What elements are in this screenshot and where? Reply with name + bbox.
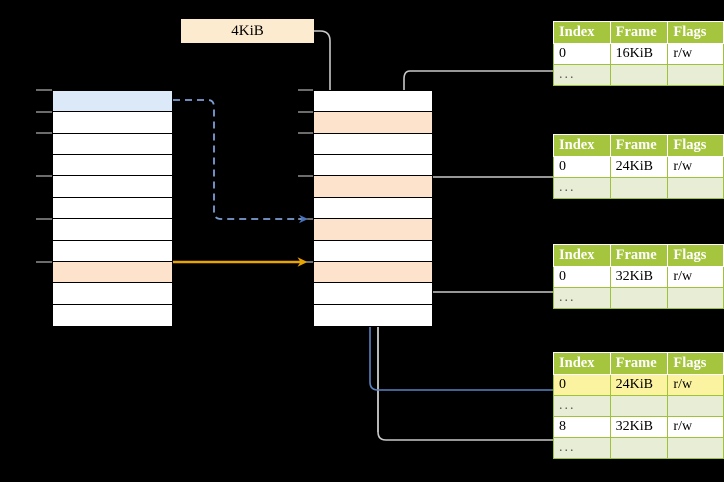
- cell-flags: r/w: [667, 415, 724, 438]
- cell-index: ...: [553, 63, 611, 86]
- middle-memory-column-row-3: [314, 155, 432, 177]
- wire-left-row0-to-mid-row6: [173, 99, 308, 224]
- table-row: ...: [553, 286, 724, 309]
- cell-flags: [667, 63, 724, 86]
- left-memory-column-row-1: [53, 112, 172, 134]
- cell-index: ...: [553, 394, 611, 417]
- column-header-index: Index: [553, 134, 611, 157]
- middle-memory-column-row-7: [314, 240, 432, 262]
- cell-flags: [667, 436, 724, 459]
- cell-index: 0: [553, 155, 611, 178]
- table-row: ...: [553, 176, 724, 199]
- left-memory-column-row-3: [53, 155, 172, 177]
- wire-size-label-to-mid-row1: [300, 30, 334, 115]
- left-column-ticks: [36, 89, 52, 263]
- cell-index: 0: [553, 265, 611, 288]
- middle-memory-column-row-2: [314, 133, 432, 156]
- left-memory-column-row-4: [53, 176, 172, 198]
- column-header-frame: Frame: [609, 134, 669, 157]
- column-header-flags: Flags: [667, 244, 724, 267]
- left-memory-column-row-7: [53, 240, 172, 262]
- table-row: ...: [553, 436, 724, 459]
- cell-flags: [667, 394, 724, 417]
- column-header-index: Index: [553, 21, 611, 44]
- cell-flags: r/w: [667, 155, 724, 178]
- cell-frame: 32KiB: [609, 265, 669, 288]
- size-label-4kib: 4KiB: [181, 19, 314, 43]
- cell-flags: [667, 286, 724, 309]
- column-header-frame: Frame: [609, 352, 669, 375]
- cell-frame: 24KiB: [609, 373, 669, 396]
- cell-index: ...: [553, 436, 611, 459]
- left-memory-column-row-9: [53, 283, 172, 305]
- cell-index: 0: [553, 42, 611, 65]
- left-memory-column-row-0: [53, 91, 172, 113]
- column-header-index: Index: [553, 244, 611, 267]
- column-header-frame: Frame: [609, 244, 669, 267]
- middle-memory-column-row-4: [314, 176, 432, 198]
- cell-index: 8: [553, 415, 611, 438]
- cell-frame: [609, 176, 669, 199]
- cell-frame: [609, 394, 669, 417]
- middle-memory-column-row-5: [314, 197, 432, 220]
- middle-memory-column-row-10: [314, 304, 432, 326]
- left-memory-column: [52, 90, 173, 327]
- column-header-frame: Frame: [609, 21, 669, 44]
- left-memory-column-row-6: [53, 219, 172, 241]
- cell-frame: 32KiB: [609, 415, 669, 438]
- mid-column-ticks: [298, 89, 313, 263]
- cell-frame: 16KiB: [609, 42, 669, 65]
- cell-index: ...: [553, 176, 611, 199]
- middle-memory-column: [313, 90, 433, 327]
- left-memory-column-row-8: [53, 261, 172, 284]
- column-header-flags: Flags: [667, 21, 724, 44]
- cell-flags: r/w: [667, 373, 724, 396]
- left-memory-column-row-5: [53, 197, 172, 220]
- cell-flags: r/w: [667, 42, 724, 65]
- cell-flags: r/w: [667, 265, 724, 288]
- middle-memory-column-row-6: [314, 219, 432, 241]
- wire-table1-to-mid-row4: [400, 70, 560, 179]
- column-header-flags: Flags: [667, 134, 724, 157]
- middle-memory-column-row-9: [314, 283, 432, 305]
- middle-memory-column-row-1: [314, 112, 432, 134]
- column-header-flags: Flags: [667, 352, 724, 375]
- cell-flags: [667, 176, 724, 199]
- wire-table4-row0-to-mid-row6: [365, 225, 560, 391]
- table-row: ...: [553, 63, 724, 86]
- wire-table3-to-mid-row8: [414, 259, 560, 293]
- middle-memory-column-row-8: [314, 261, 432, 284]
- size-label-text: 4KiB: [231, 22, 264, 39]
- cell-frame: [609, 63, 669, 86]
- left-memory-column-row-10: [53, 304, 172, 326]
- cell-frame: [609, 286, 669, 309]
- wire-table2-to-mid-row6: [414, 176, 560, 222]
- table-row: ...: [553, 394, 724, 417]
- cell-frame: 24KiB: [609, 155, 669, 178]
- cell-index: 0: [553, 373, 611, 396]
- left-memory-column-row-2: [53, 133, 172, 156]
- cell-frame: [609, 436, 669, 459]
- column-header-index: Index: [553, 352, 611, 375]
- middle-memory-column-row-0: [314, 91, 432, 113]
- cell-index: ...: [553, 286, 611, 309]
